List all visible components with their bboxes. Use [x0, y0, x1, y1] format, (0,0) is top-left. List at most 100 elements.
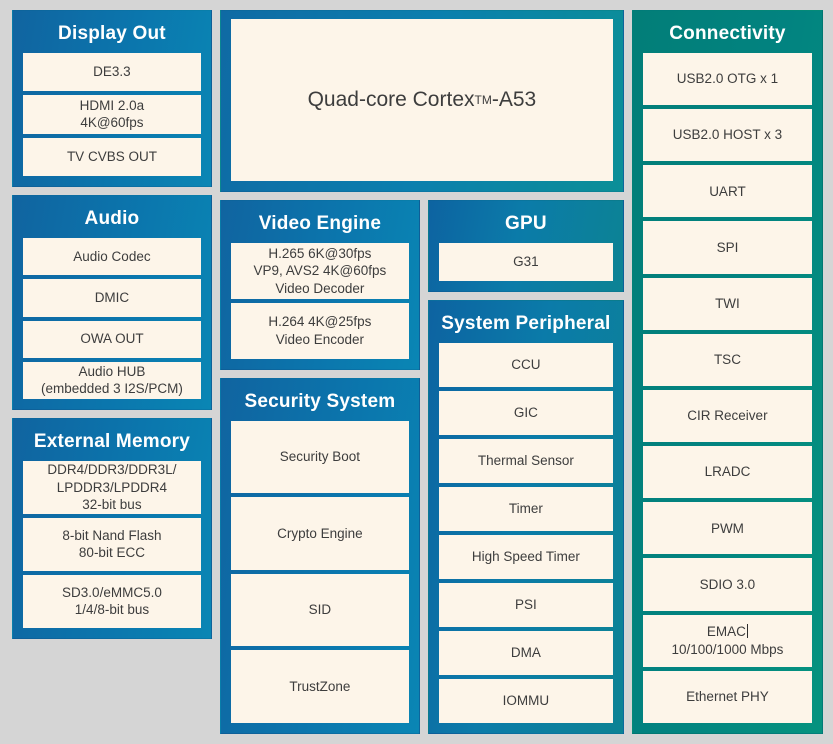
block-item-line: CIR Receiver	[687, 408, 768, 424]
cpu-trademark-icon: TM	[474, 93, 492, 107]
block-item-line: 10/100/1000 Mbps	[671, 641, 784, 657]
block-item-line: IOMMU	[502, 693, 550, 709]
block-item-line: SPI	[716, 239, 739, 255]
block-item-line: LPDDR3/LPDDR4	[56, 479, 168, 495]
block-item-line: 4K@60fps	[80, 115, 144, 131]
block-item: DMIC	[23, 279, 201, 317]
block-item: CIR Receiver	[642, 389, 812, 443]
block-item-line: TrustZone	[289, 678, 351, 694]
block-item-line: Video Encoder	[275, 331, 365, 347]
block-title-display-out: Display Out	[58, 23, 166, 44]
block-connectivity: Connectivity USB2.0 OTG x 1 USB2.0 HOST x…	[631, 10, 823, 734]
peripheral-column: GPU G31 System Peripheral CCU GIC Thermal …	[427, 200, 624, 734]
block-item-line: Crypto Engine	[277, 525, 363, 541]
block-item: SPI	[642, 221, 812, 274]
block-item-line: SD3.0/eMMC5.0	[62, 584, 162, 600]
items-external-memory: DDR4/DDR3/DDR3L/LPDDR3/LPDDR4 32-bit bus 8…	[23, 461, 201, 628]
block-item-line: EMAC	[706, 624, 748, 640]
block-title-security-system: Security System	[244, 390, 396, 412]
block-item-line: Audio HUB	[78, 363, 146, 379]
block-title-connectivity: Connectivity	[669, 23, 786, 44]
block-item-line: DMIC	[94, 290, 130, 306]
block-item: SDIO 3.0	[642, 558, 812, 611]
block-title-video-engine: Video Engine	[258, 213, 382, 234]
block-item-line: TV CVBS OUT	[66, 149, 157, 165]
block-item: Audio Codec	[23, 237, 201, 276]
block-item-line: OWA OUT	[80, 331, 144, 347]
right-column: Connectivity USB2.0 OTG x 1 USB2.0 HOST x…	[631, 10, 823, 734]
block-item-line: Security Boot	[279, 449, 361, 465]
block-title-audio: Audio	[84, 208, 140, 230]
block-title-system-peripheral: System Peripheral	[441, 313, 611, 334]
block-item-line: G31	[513, 254, 539, 270]
block-item-line: 80-bit ECC	[78, 545, 145, 561]
block-item-line: GIC	[513, 405, 538, 421]
block-item-line: HDMI 2.0a	[79, 97, 145, 113]
block-item: Timer	[438, 486, 613, 531]
block-item-line: CCU	[511, 357, 541, 373]
block-item-line: H.264 4K@25fps	[268, 314, 372, 330]
block-item: SD3.0/eMMC5.0 1/4/8-bit bus	[23, 574, 201, 628]
block-item-line: DMA	[510, 645, 541, 661]
block-item-line: UART	[709, 183, 746, 199]
block-item: UART	[642, 165, 812, 218]
block-title-gpu: GPU	[505, 213, 547, 234]
block-item: TSC	[642, 333, 812, 386]
block-item-line: 32-bit bus	[82, 497, 142, 513]
block-item: High Speed Timer	[438, 535, 613, 580]
block-item: TWI	[642, 277, 812, 330]
block-item-line: 1/4/8-bit bus	[74, 602, 150, 618]
block-item: USB2.0 OTG x 1	[642, 52, 812, 106]
block-item-line: High Speed Timer	[471, 549, 580, 565]
block-item-line: VP9, AVS2 4K@60fps	[253, 263, 387, 279]
block-item: G31	[438, 242, 613, 281]
block-item: TrustZone	[230, 650, 409, 723]
block-item-line: Video Decoder	[275, 280, 365, 296]
block-item-line: PSI	[515, 597, 537, 613]
block-item-line: Audio Codec	[73, 248, 151, 264]
block-item: IOMMU	[438, 679, 613, 724]
block-item-line: TWI	[715, 295, 740, 311]
block-item-line: DDR4/DDR3/DDR3L/	[47, 462, 177, 478]
block-item-line: 8-bit Nand Flash	[62, 527, 162, 543]
block-item: USB2.0 HOST x 3	[642, 109, 812, 162]
block-item-line: LRADC	[704, 464, 751, 480]
block-item: Crypto Engine	[230, 497, 409, 570]
block-item: Thermal Sensor	[438, 438, 613, 483]
block-item: LRADC	[642, 446, 812, 499]
cpu-label-prefix: Quad-core Cortex	[307, 88, 475, 111]
block-item: GIC	[438, 390, 613, 435]
block-external-memory: External Memory DDR4/DDR3/DDR3L/LPDDR3/L…	[12, 418, 212, 639]
block-item-line: Thermal Sensor	[477, 453, 574, 469]
block-item: DE3.3	[23, 52, 201, 92]
block-gpu: GPU G31	[427, 200, 624, 292]
block-item-line: Timer	[508, 501, 543, 517]
items-gpu: G31	[438, 242, 613, 281]
block-title-external-memory: External Memory	[33, 431, 190, 453]
block-item: 8-bit Nand Flash 80-bit ECC	[23, 517, 201, 571]
block-item: CCU	[438, 342, 613, 387]
block-item-line: USB2.0 OTG x 1	[676, 71, 779, 87]
block-item: DDR4/DDR3/DDR3L/LPDDR3/LPDDR4 32-bit bus	[23, 461, 201, 514]
block-item: TV CVBS OUT	[23, 137, 201, 177]
block-item-line: SID	[308, 602, 332, 618]
block-item-line: TSC	[713, 352, 741, 368]
block-item: Ethernet PHY	[642, 670, 812, 723]
cpu-label-suffix: -A53	[491, 88, 537, 111]
items-connectivity: USB2.0 OTG x 1 USB2.0 HOST x 3 UART SPI TWI T…	[642, 52, 812, 723]
